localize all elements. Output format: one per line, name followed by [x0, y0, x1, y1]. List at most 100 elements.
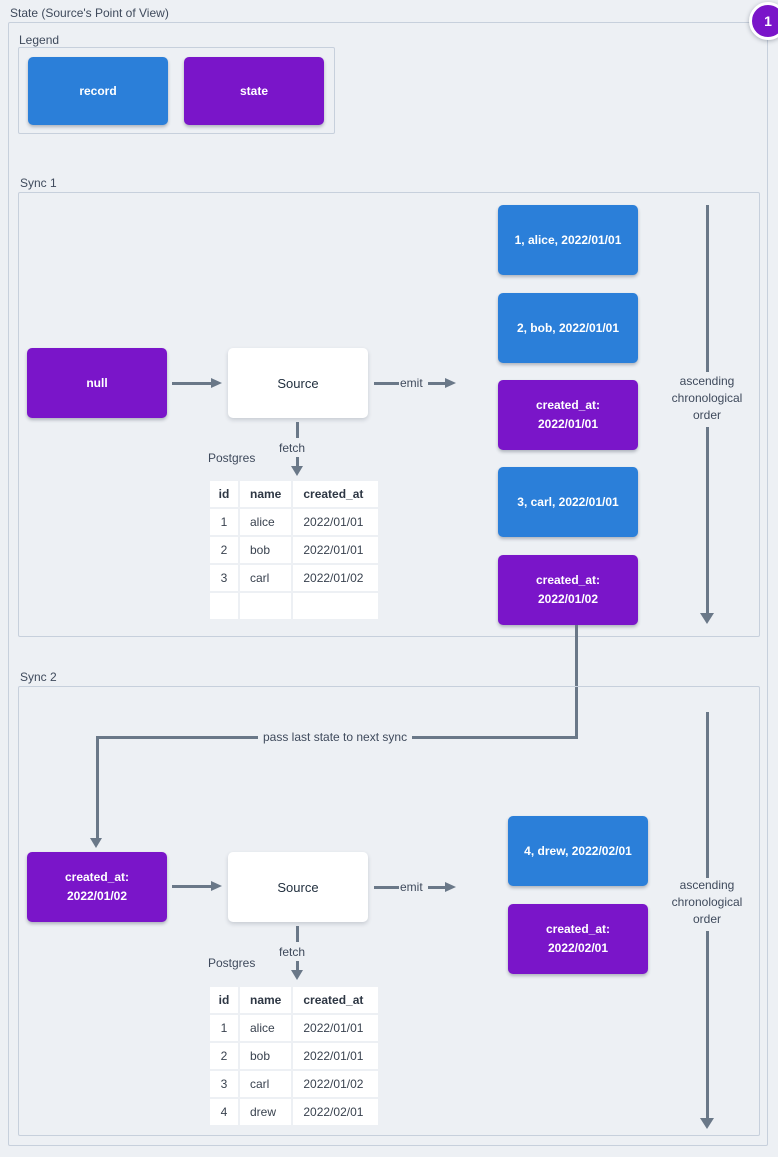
sync1-label: Sync 1	[20, 176, 57, 190]
page-title: State (Source's Point of View)	[10, 6, 169, 20]
connector-label: pass last state to next sync	[258, 729, 413, 745]
sync1-emit-arrowhead-icon	[445, 378, 456, 388]
emitted-state-box: created_at: 2022/02/01	[508, 904, 648, 974]
cell-id: 4	[210, 1099, 238, 1125]
cell-created-at: 2022/01/01	[293, 1015, 379, 1041]
table-header-row: id name created_at	[210, 481, 379, 507]
col-header-created-at: created_at	[293, 987, 379, 1013]
sync1-input-state-label: null	[86, 375, 108, 390]
legend-record-label: record	[79, 83, 117, 98]
sync2-label: Sync 2	[20, 670, 57, 684]
sync2-frame	[18, 686, 760, 1136]
sync2-fetch-arrowhead-icon	[291, 970, 303, 980]
col-header-id: id	[210, 987, 238, 1013]
cell-id: 1	[210, 509, 238, 535]
col-header-name: name	[240, 481, 292, 507]
sync1-state-to-source-arrowhead-icon	[211, 378, 222, 388]
table-row: 1 alice 2022/01/01	[210, 1015, 379, 1041]
col-header-id: id	[210, 481, 238, 507]
sync2-fetch-label: fetch	[279, 945, 306, 959]
sync1-fetch-arrowhead-icon	[291, 466, 303, 476]
cell-name: bob	[240, 1043, 292, 1069]
sync2-order-label: ascending chronological order	[671, 878, 743, 926]
sync1-postgres-table: id name created_at 1 alice 2022/01/01 2 …	[208, 479, 380, 621]
record-label: 3, carl, 2022/01/01	[517, 494, 619, 509]
emitted-record-box: 3, carl, 2022/01/01	[498, 467, 638, 537]
outer-frame	[8, 22, 768, 1146]
sync1-emit-label: emit	[400, 376, 423, 390]
emitted-record-box: 4, drew, 2022/02/01	[508, 816, 648, 886]
state-label-line1: created_at:	[64, 870, 130, 884]
legend-label: Legend	[19, 33, 60, 47]
state-label-line2: 2022/01/02	[66, 889, 128, 903]
table-row: 4 drew 2022/02/01	[210, 1099, 379, 1125]
connector-line-down-to-sync2	[96, 736, 99, 839]
sync1-state-to-source-arrow	[172, 382, 212, 385]
legend-state-label: state	[239, 83, 268, 98]
cell-id: 1	[210, 1015, 238, 1041]
sync1-source-node: Source	[228, 348, 368, 418]
state-label-line2: 2022/02/01	[547, 941, 609, 955]
sync1-input-state-box: null	[27, 348, 167, 418]
cell-id	[210, 593, 238, 619]
connector-line-down-from-state	[575, 625, 578, 739]
sync2-order-arrowhead-icon	[700, 1118, 714, 1129]
col-header-created-at: created_at	[293, 481, 379, 507]
cell-id: 3	[210, 565, 238, 591]
cell-id: 2	[210, 537, 238, 563]
sync1-order-line-top	[706, 205, 709, 372]
sync2-db-label: Postgres	[208, 956, 256, 970]
cell-created-at	[293, 593, 379, 619]
sync2-input-state-box: created_at: 2022/01/02	[27, 852, 167, 922]
cell-name	[240, 593, 292, 619]
cell-name: carl	[240, 1071, 292, 1097]
record-label: 4, drew, 2022/02/01	[524, 843, 632, 858]
state-label-line1: created_at:	[545, 922, 611, 936]
sync1-fetch-line-bottom	[296, 457, 299, 466]
sync2-state-to-source-arrow	[172, 885, 212, 888]
cell-name: drew	[240, 1099, 292, 1125]
record-label: 2, bob, 2022/01/01	[516, 320, 620, 335]
cell-created-at: 2022/02/01	[293, 1099, 379, 1125]
sync2-postgres-table: id name created_at 1 alice 2022/01/01 2 …	[208, 985, 380, 1127]
table-header-row: id name created_at	[210, 987, 379, 1013]
cell-created-at: 2022/01/02	[293, 565, 379, 591]
cell-created-at: 2022/01/01	[293, 1043, 379, 1069]
sync2-order-line-top	[706, 712, 709, 878]
cell-created-at: 2022/01/01	[293, 537, 379, 563]
sync2-emit-line-left	[374, 886, 399, 889]
emitted-state-box-last: created_at: 2022/01/02	[498, 555, 638, 625]
state-label-line1: created_at:	[535, 573, 601, 587]
record-label: 1, alice, 2022/01/01	[514, 232, 622, 247]
emitted-record-box: 2, bob, 2022/01/01	[498, 293, 638, 363]
table-row: 1 alice 2022/01/01	[210, 509, 379, 535]
state-label-line2: 2022/01/01	[537, 417, 599, 431]
table-row-empty	[210, 593, 379, 619]
sync2-emit-line-right	[428, 886, 446, 889]
table-row: 2 bob 2022/01/01	[210, 537, 379, 563]
annotation-badge-1: 1	[749, 2, 778, 40]
table-row: 2 bob 2022/01/01	[210, 1043, 379, 1069]
sync1-emit-line-right	[428, 382, 446, 385]
sync2-state-to-source-arrowhead-icon	[211, 881, 222, 891]
sync1-order-arrowhead-icon	[700, 613, 714, 624]
sync1-frame	[18, 192, 760, 637]
sync1-fetch-label: fetch	[279, 441, 306, 455]
state-label-line1: created_at:	[535, 398, 601, 412]
legend-state-box: state	[184, 57, 324, 125]
sync2-order-line-bottom	[706, 931, 709, 1118]
col-header-name: name	[240, 987, 292, 1013]
sync2-fetch-line-bottom	[296, 961, 299, 970]
cell-name: alice	[240, 1015, 292, 1041]
sync1-source-label: Source	[277, 375, 319, 391]
emitted-record-box: 1, alice, 2022/01/01	[498, 205, 638, 275]
sync2-fetch-line-top	[296, 926, 299, 942]
sync1-fetch-line-top	[296, 422, 299, 438]
sync2-emit-label: emit	[400, 880, 423, 894]
sync1-emit-line-left	[374, 382, 399, 385]
cell-name: carl	[240, 565, 292, 591]
cell-name: bob	[240, 537, 292, 563]
cell-created-at: 2022/01/02	[293, 1071, 379, 1097]
sync2-source-label: Source	[277, 879, 319, 895]
sync2-emit-arrowhead-icon	[445, 882, 456, 892]
